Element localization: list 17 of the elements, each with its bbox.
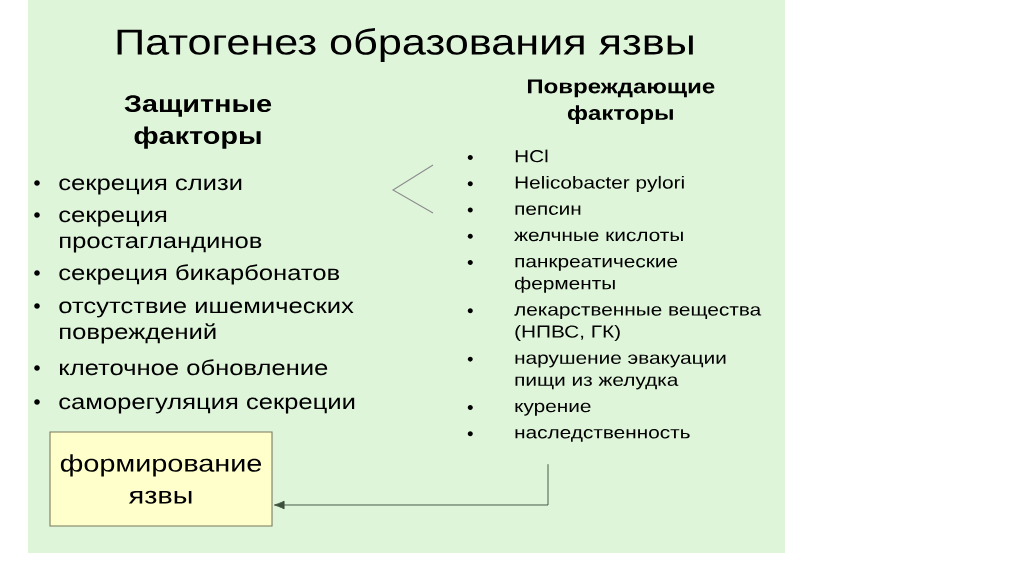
process-box: формирование язвы — [49, 431, 273, 527]
list-item: отсутствие ишемических повреждений — [59, 301, 354, 344]
title: Патогенез образования язвы — [117, 28, 693, 62]
list-item: Helicobacter pylori — [515, 175, 684, 193]
list-item: наследственность — [515, 429, 690, 442]
list-item: курение — [515, 402, 591, 416]
list-item: HCl — [515, 149, 548, 163]
list-item: пепсин — [515, 205, 581, 215]
list-item: секреция бикарбонатов — [59, 264, 340, 285]
list-item: клеточное обновление — [60, 359, 328, 376]
column-heading: Защитные факторы — [124, 95, 272, 149]
column-heading: Повреждающие факторы — [528, 79, 715, 124]
list-item: желчные кислоты — [514, 231, 683, 242]
list-item: секреция слизи — [59, 178, 242, 195]
list-item: лекарственные вещества (НПВС, ГК) — [514, 306, 762, 342]
arrow — [273, 463, 549, 510]
list-item: панкреатические ферменты — [515, 257, 678, 293]
